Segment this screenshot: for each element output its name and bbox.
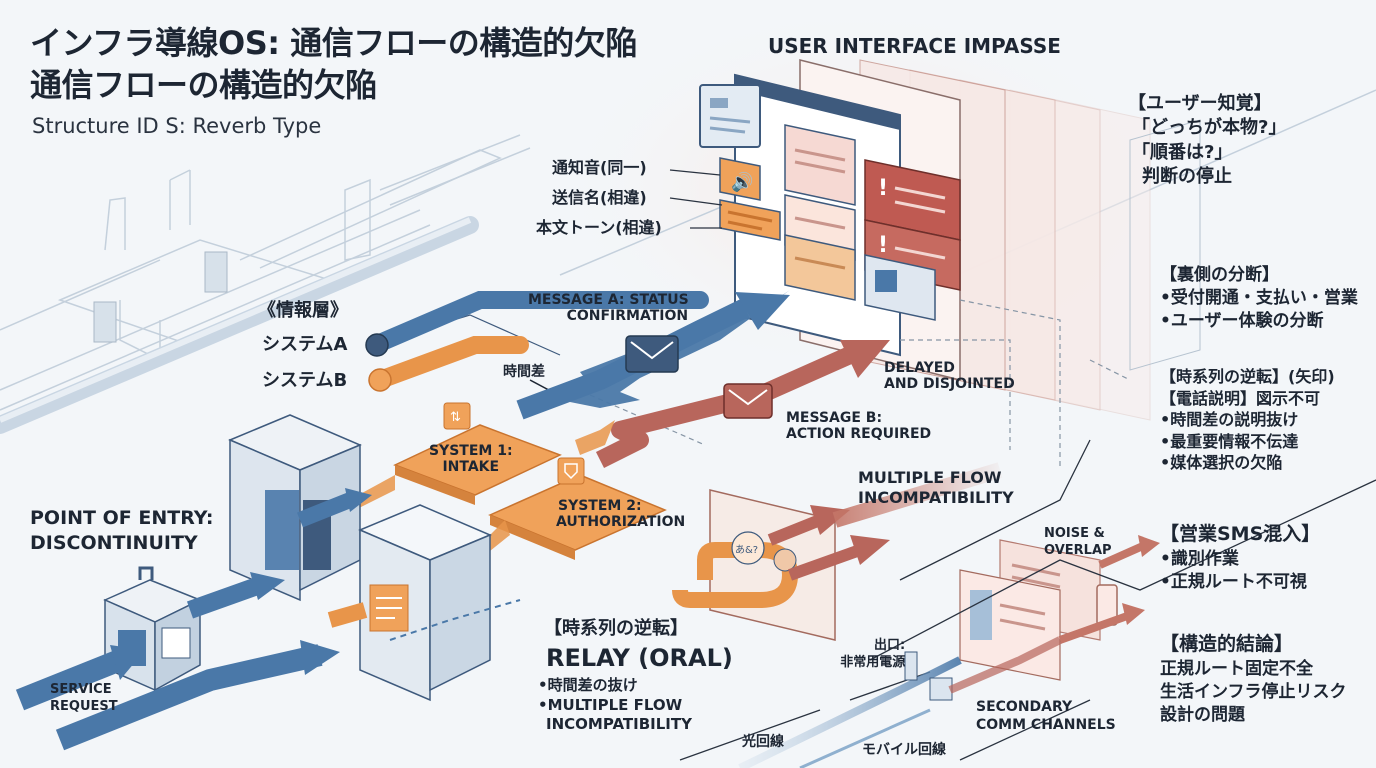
multiple-flow-label: MULTIPLE FLOW INCOMPATIBILITY [858, 468, 1014, 507]
message-a-label: MESSAGE A: STATUS CONFIRMATION [528, 292, 689, 324]
system-1-label: SYSTEM 1: INTAKE [429, 443, 513, 475]
ui-panel-stack: ! ! 🔊 [699, 59, 1201, 421]
relay-heading: 【時系列の逆転】 [544, 618, 688, 639]
system-b-dot [368, 368, 392, 392]
info-layer-title: 《情報層》 [258, 300, 348, 321]
secondary-channels-label: SECONDARY COMM CHANNELS [976, 699, 1116, 734]
message-b-label: MESSAGE B: ACTION REQUIRED [786, 410, 932, 442]
system-b-arrow [371, 336, 529, 389]
delayed-label: DELAYED AND DISJOINTED [884, 360, 1015, 392]
system-2-label: SYSTEM 2: AUTHORIZATION [556, 498, 686, 530]
page-title-line2: 通信フローの構造的欠陥 [30, 66, 377, 104]
mobile-label: モバイル回線 [862, 742, 946, 758]
exit-label: 出口: 非常用電源 [840, 638, 906, 670]
system-2-node [488, 457, 667, 560]
svg-text:🔊: 🔊 [731, 171, 753, 193]
entry-buildings [228, 414, 492, 702]
svg-text:あ&?: あ&? [735, 544, 758, 556]
message-a-arrow [366, 290, 790, 420]
relay-orange-arrow [327, 599, 521, 641]
background-pipe [0, 216, 479, 434]
svg-text:!: ! [878, 233, 888, 258]
backside-block: 【裏側の分断】 •受付開通・支払い・営業 •ユーザー体験の分断 [1160, 265, 1358, 331]
time-gap-label: 時間差 [503, 364, 545, 380]
entry-title: POINT OF ENTRY: DISCONTINUITY [30, 507, 214, 554]
page-subtitle: Structure ID S: Reverb Type [32, 114, 322, 138]
callout-notification-sound: 通知音(同一) [552, 158, 647, 177]
page-title-line1: インフラ導線OS: 通信フローの構造的欠陥 [30, 24, 637, 62]
system-a-label: システムA [262, 334, 348, 355]
relay-title: RELAY (ORAL) [546, 644, 733, 672]
multiple-flow-arrows [767, 462, 1003, 581]
ui-panel-title: USER INTERFACE IMPASSE [768, 34, 1061, 58]
sales-sms-block: 【営業SMS混入】 •識別作業 •正規ルート不可視 [1160, 523, 1321, 592]
svg-text:⇅: ⇅ [450, 410, 461, 425]
timeline-block: 【時系列の逆転】(矢印) 【電話説明】図示不可 •時間差の説明抜け •最重要情報… [1160, 367, 1335, 473]
fiber-label: 光回線 [742, 734, 784, 750]
system-a-dot [365, 333, 389, 357]
bottom-cables [738, 636, 1062, 768]
callout-lines [669, 169, 723, 229]
system-b-label: システムB [262, 370, 348, 391]
message-b-arrow [595, 340, 890, 469]
noise-overlap-label: NOISE & OVERLAP [1044, 526, 1112, 558]
perception-block: 【ユーザー知覚】 「どっちが本物?」 「順番は?」 判断の停止 [1128, 93, 1287, 187]
service-request-label: SERVICE REQUEST [50, 682, 118, 714]
system-1-node: ⇅ [393, 402, 562, 505]
service-request-arrows [15, 488, 372, 751]
service-request-kiosk [103, 566, 202, 692]
relay-bullets: •時間差の抜け •MULTIPLE FLOW INCOMPATIBILITY [538, 676, 692, 733]
svg-text:!: ! [878, 176, 888, 201]
callout-body-tone: 本文トーン(相違) [536, 218, 662, 237]
conclusion-block: 【構造的結論】 正規ルート固定不全 生活インフラ停止リスク 設計の問題 [1160, 633, 1347, 725]
callout-sender-name: 送信名(相違) [552, 188, 647, 207]
